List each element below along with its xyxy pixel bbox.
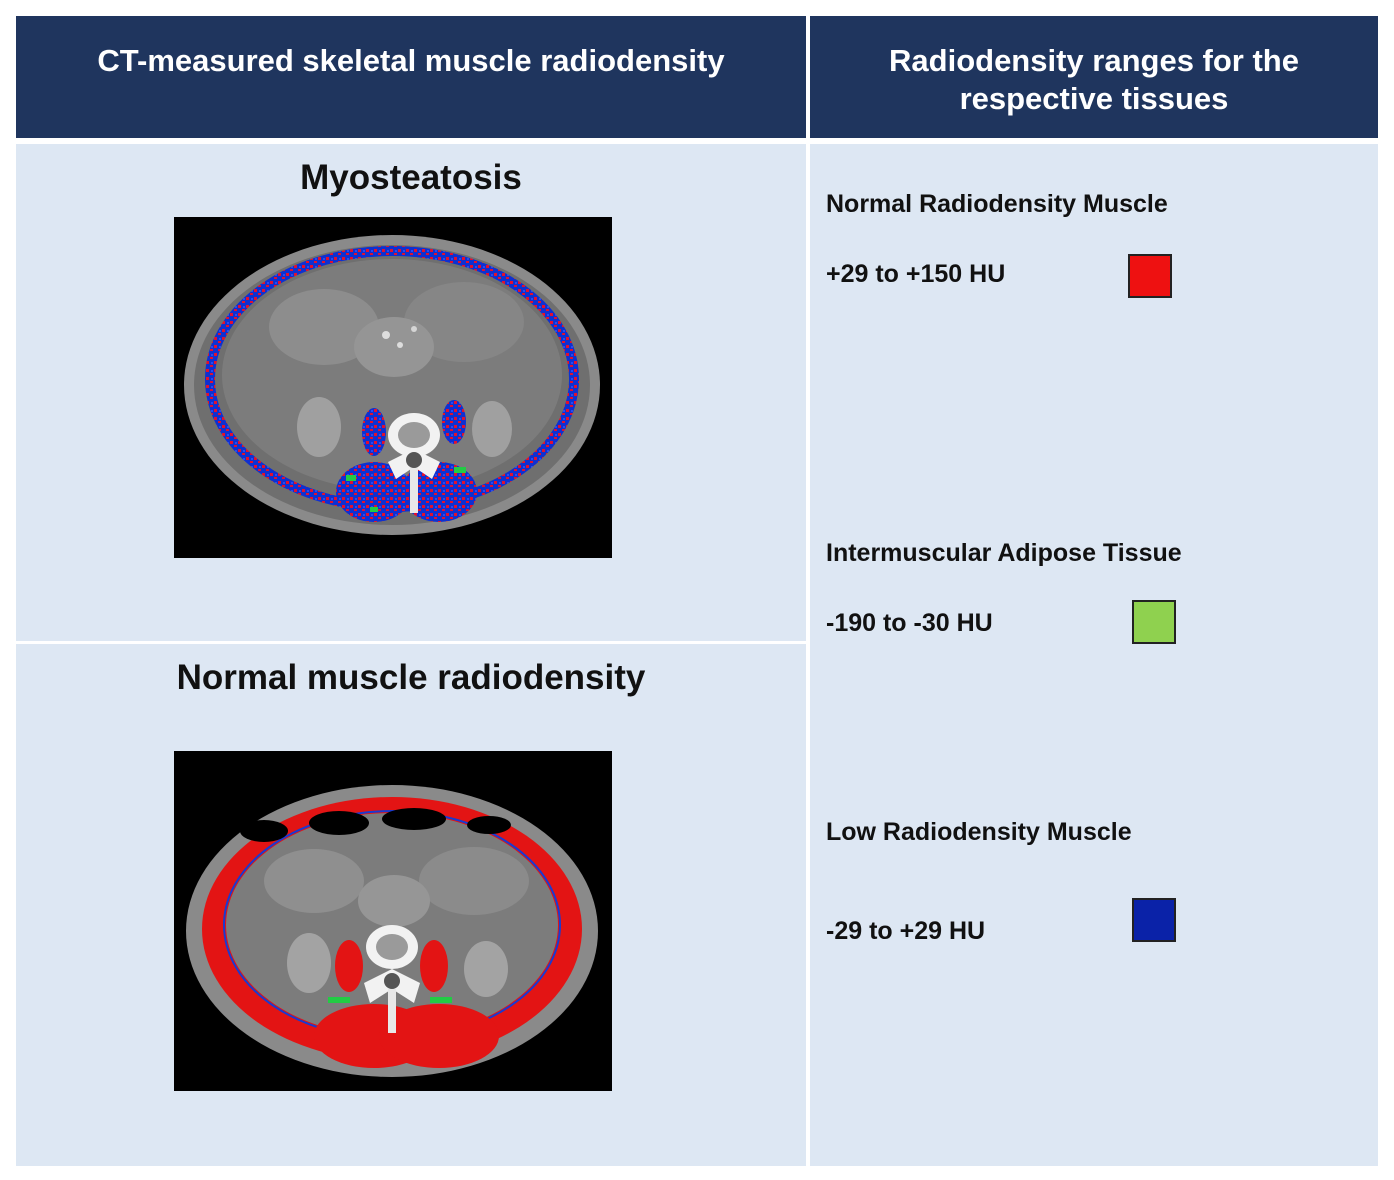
header-left: CT-measured skeletal muscle radiodensity: [16, 16, 806, 138]
legend-range-normal-muscle: +29 to +150 HU: [826, 260, 1006, 288]
myosteatosis-ct-image: [174, 217, 612, 558]
legend-panel: Normal Radiodensity Muscle +29 to +150 H…: [810, 144, 1378, 1166]
header-left-title: CT-measured skeletal muscle radiodensity: [97, 43, 725, 78]
myosteatosis-title: Myosteatosis: [300, 158, 522, 197]
legend-swatch-red: [1128, 254, 1172, 298]
legend-title-low-muscle: Low Radiodensity Muscle: [826, 818, 1132, 846]
legend-swatch-green: [1132, 600, 1176, 644]
normal-muscle-ct-image: [174, 751, 612, 1091]
legend-title-normal-muscle: Normal Radiodensity Muscle: [826, 190, 1168, 218]
header-right-title-line1: Radiodensity ranges for the: [889, 43, 1299, 78]
myosteatosis-panel: Myosteatosis: [16, 144, 806, 641]
normal-muscle-panel: Normal muscle radiodensity: [16, 644, 806, 1166]
legend-swatch-blue: [1132, 898, 1176, 942]
normal-muscle-title: Normal muscle radiodensity: [176, 658, 646, 697]
header-right-title-line2: respective tissues: [959, 81, 1229, 116]
legend-range-low-muscle: -29 to +29 HU: [826, 917, 986, 945]
legend-title-adipose: Intermuscular Adipose Tissue: [826, 539, 1182, 567]
legend-range-adipose: -190 to -30 HU: [826, 609, 993, 637]
header-right: Radiodensity ranges for the respective t…: [810, 16, 1378, 138]
